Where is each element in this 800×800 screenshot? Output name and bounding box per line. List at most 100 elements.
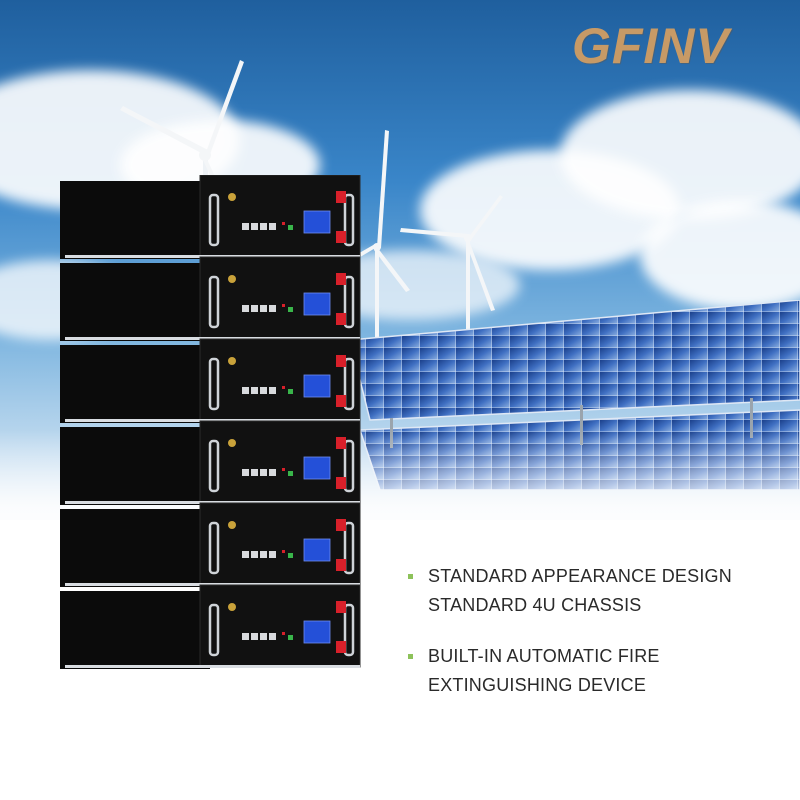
port-icon [242, 305, 249, 312]
port-icon [260, 551, 267, 558]
handle-icon [343, 275, 355, 329]
cloud [560, 90, 800, 220]
feature-line: BUILT-IN AUTOMATIC FIRE [428, 646, 660, 666]
handle-icon [343, 193, 355, 247]
module-side [60, 427, 210, 505]
port-icon [251, 305, 258, 312]
terminal-icon [336, 601, 346, 613]
led-icon [288, 635, 293, 640]
terminal-icon [336, 355, 346, 367]
terminal-icon [336, 273, 346, 285]
led-icon [282, 386, 285, 389]
terminal-icon [336, 559, 346, 571]
lcd-display [303, 538, 331, 562]
terminal-icon [336, 231, 346, 243]
port-icon [260, 305, 267, 312]
handle-icon [208, 603, 220, 657]
battery-module [60, 502, 361, 587]
led-icon [288, 553, 293, 558]
module-side [60, 345, 210, 423]
module-side [60, 181, 210, 259]
led-icon [282, 304, 285, 307]
module-front [199, 338, 361, 422]
terminal-icon [336, 395, 346, 407]
feature-list: STANDARD APPEARANCE DESIGN STANDARD 4U C… [408, 562, 788, 722]
lcd-display [303, 210, 331, 234]
bullet-icon [408, 574, 413, 579]
led-icon [282, 632, 285, 635]
port-icon [251, 469, 258, 476]
feature-line: STANDARD 4U CHASSIS [428, 595, 642, 615]
handle-icon [343, 357, 355, 411]
port-icon [269, 387, 276, 394]
brand-logo: GFINV [572, 18, 730, 74]
led-icon [282, 222, 285, 225]
cloud [640, 200, 800, 310]
lcd-display [303, 620, 331, 644]
port-icon [242, 387, 249, 394]
terminal-icon [336, 191, 346, 203]
led-icon [282, 468, 285, 471]
handle-icon [208, 193, 220, 247]
module-side [60, 591, 210, 669]
handle-icon [208, 439, 220, 493]
port-icon [269, 469, 276, 476]
feature-line: EXTINGUISHING DEVICE [428, 675, 647, 695]
led-icon [288, 307, 293, 312]
led-icon [282, 550, 285, 553]
feature-line: STANDARD APPEARANCE DESIGN [428, 566, 732, 586]
terminal-icon [228, 357, 236, 365]
port-icon [251, 633, 258, 640]
module-front [199, 175, 361, 258]
port-icon [269, 633, 276, 640]
port-icon [260, 223, 267, 230]
port-icon [251, 551, 258, 558]
battery-module [60, 338, 361, 423]
led-icon [288, 471, 293, 476]
lcd-display [303, 456, 331, 480]
feature-text: STANDARD APPEARANCE DESIGN STANDARD 4U C… [428, 562, 788, 620]
terminal-icon [228, 521, 236, 529]
led-icon [288, 225, 293, 230]
lcd-display [303, 292, 331, 316]
battery-module [60, 175, 361, 259]
module-front [199, 584, 361, 668]
feature-item: STANDARD APPEARANCE DESIGN STANDARD 4U C… [408, 562, 788, 620]
module-front [199, 256, 361, 340]
led-icon [288, 389, 293, 394]
terminal-icon [228, 603, 236, 611]
battery-module [60, 584, 361, 669]
terminal-icon [336, 313, 346, 325]
port-icon [242, 551, 249, 558]
bullet-icon [408, 654, 413, 659]
handle-icon [208, 275, 220, 329]
terminal-icon [228, 275, 236, 283]
module-side [60, 509, 210, 587]
port-icon [242, 223, 249, 230]
module-separator [65, 665, 360, 668]
terminal-icon [336, 477, 346, 489]
port-icon [260, 469, 267, 476]
battery-stack-image [60, 175, 361, 669]
module-side [60, 263, 210, 341]
terminal-icon [336, 519, 346, 531]
feature-text: BUILT-IN AUTOMATIC FIRE EXTINGUISHING DE… [428, 642, 788, 700]
battery-module [60, 256, 361, 341]
module-front [199, 502, 361, 586]
module-front [199, 420, 361, 504]
port-icon [242, 633, 249, 640]
port-icon [269, 223, 276, 230]
handle-icon [208, 357, 220, 411]
terminal-icon [336, 641, 346, 653]
handle-icon [208, 521, 220, 575]
port-icon [269, 305, 276, 312]
port-icon [251, 223, 258, 230]
battery-module [60, 420, 361, 505]
handle-icon [343, 439, 355, 493]
lcd-display [303, 374, 331, 398]
terminal-icon [228, 193, 236, 201]
terminal-icon [228, 439, 236, 447]
handle-icon [343, 603, 355, 657]
terminal-icon [336, 437, 346, 449]
feature-item: BUILT-IN AUTOMATIC FIRE EXTINGUISHING DE… [408, 642, 788, 700]
